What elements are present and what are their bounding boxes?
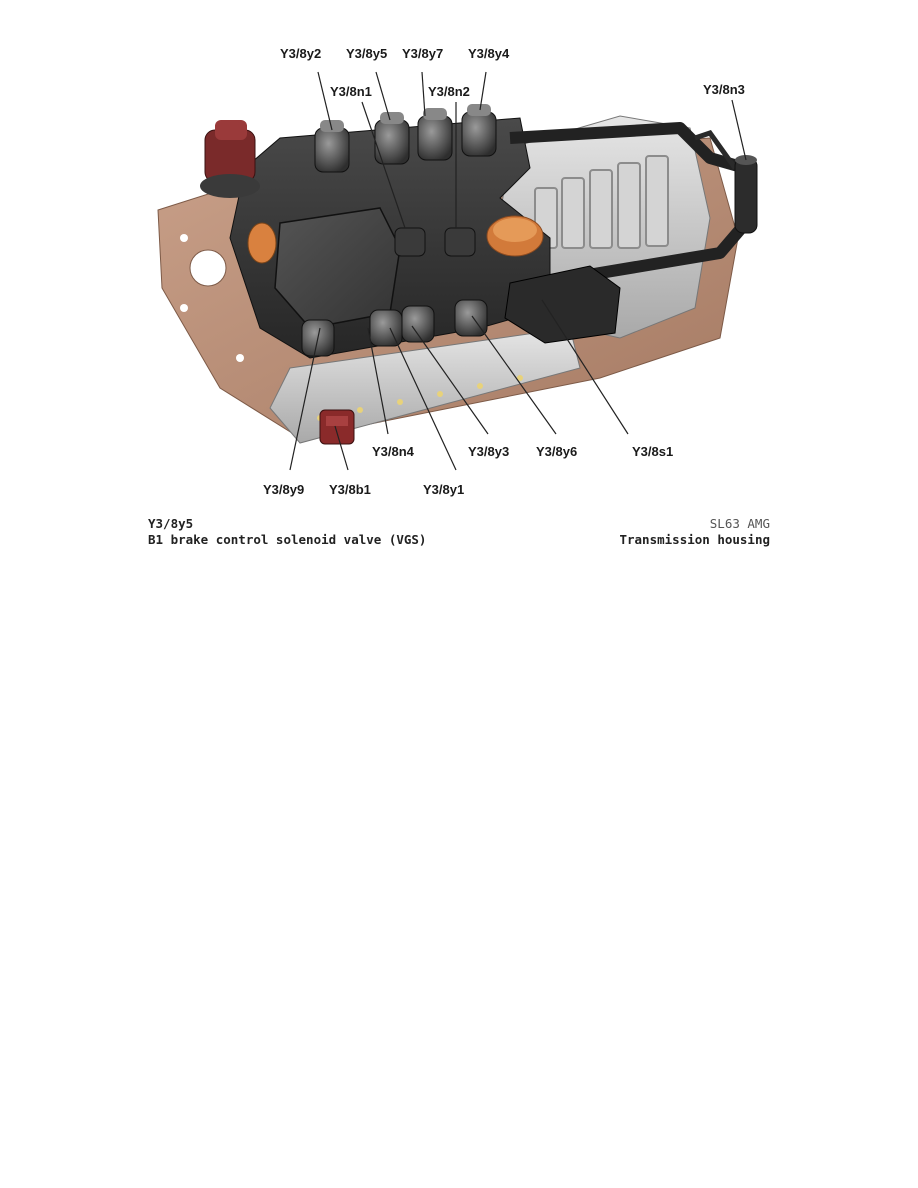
callout-y3-8y9: Y3/8y9 (263, 482, 305, 497)
callout-y3-8y3: Y3/8y3 (468, 444, 510, 459)
callout-y3-8y2: Y3/8y2 (280, 46, 322, 61)
position-switch-s1 (504, 265, 621, 344)
speed-sensor-n2 (444, 227, 476, 257)
callout-y3-8n1: Y3/8n1 (330, 84, 372, 99)
caption-component-description: B1 brake control solenoid valve (VGS) (148, 532, 427, 547)
caption-component-code: Y3/8y5 (148, 516, 194, 531)
valve-body-drawing (157, 71, 758, 471)
callout-y3-8n4: Y3/8n4 (372, 444, 414, 459)
speed-sensor-n3 (734, 157, 758, 234)
upper-solenoids (314, 104, 497, 173)
component-illustration: Y3/8y2 Y3/8y5 Y3/8y7 Y3/8y4 Y3/8n1 Y3/8n… (150, 38, 780, 508)
callout-y3-8y4: Y3/8y4 (468, 46, 510, 61)
caption-model: SL63 AMG (709, 516, 770, 531)
main-connector-bottom (319, 409, 355, 445)
main-connector-top (200, 120, 260, 198)
callout-y3-8n3: Y3/8n3 (703, 82, 745, 97)
callout-y3-8y5: Y3/8y5 (346, 46, 388, 61)
caption-location: Transmission housing (619, 532, 770, 547)
callout-y3-8n2: Y3/8n2 (428, 84, 470, 99)
speed-sensor-n1 (394, 227, 426, 257)
callout-y3-8y1: Y3/8y1 (423, 482, 465, 497)
callout-y3-8s1: Y3/8s1 (632, 444, 674, 459)
orange-plug (247, 222, 277, 264)
callout-y3-8y6: Y3/8y6 (536, 444, 578, 459)
callout-y3-8y7: Y3/8y7 (402, 46, 444, 61)
callout-y3-8b1: Y3/8b1 (329, 482, 371, 497)
